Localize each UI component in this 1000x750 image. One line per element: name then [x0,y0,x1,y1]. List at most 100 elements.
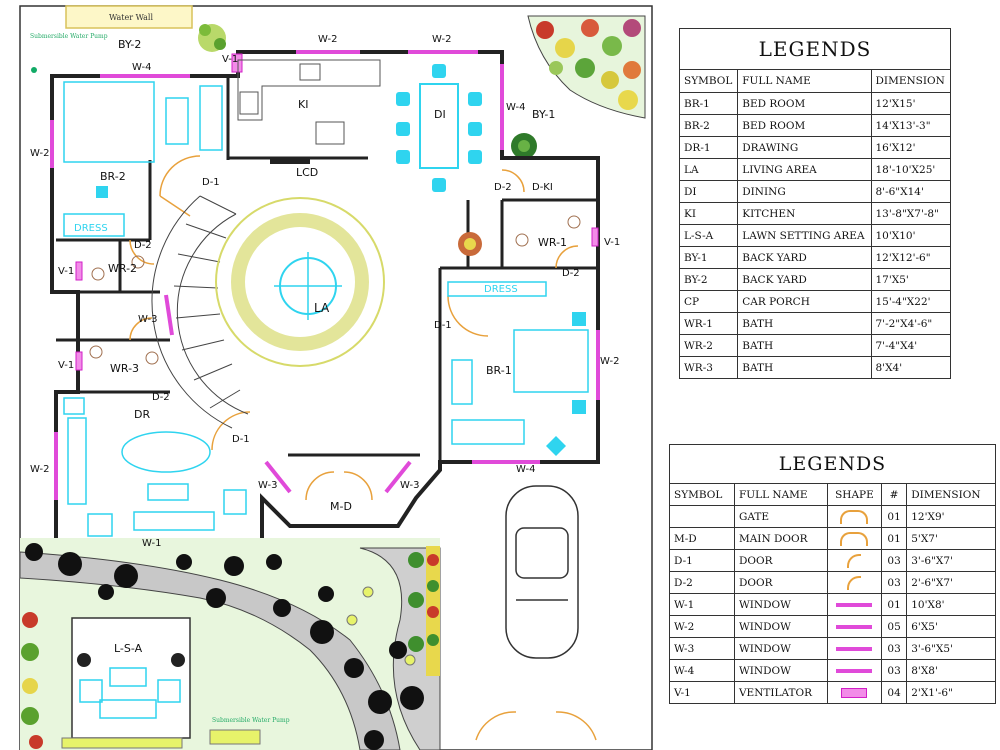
label-w4-br1: W-4 [516,464,535,475]
label-v1-top: V-1 [222,54,238,65]
legend2-header-shape: SHAPE [826,483,882,506]
br2-furniture [63,81,223,237]
legend2-name: DOOR [733,549,828,572]
lawn-furniture [77,653,185,719]
lawn-setting-area [71,617,191,739]
flower-border-right [408,546,440,676]
legend2-shape [826,637,882,660]
label-d2-left: D-2 [134,240,152,251]
kitchen-counters [237,59,381,145]
label-d2-wr1: D-2 [562,268,580,279]
label-dress-right: DRESS [484,284,518,295]
legend1-dimension: 12'X15' [870,92,951,115]
spiral-staircase [151,195,249,429]
legend1-symbol: WR-2 [678,334,739,357]
legend2-dimension: 8'X8' [906,659,996,682]
legend1-dimension: 8'X4' [870,356,951,379]
plan-labels: BY-2 BY-1 W-4 W-2 W-2 V-1 KI DI W-4 W-2 … [30,34,620,655]
site-boundary [19,5,653,750]
legend1-symbol: CP [678,290,739,313]
legend2-name: WINDOW [733,593,828,616]
legend2-name: VENTILATOR [733,681,828,704]
legend1-name: LIVING AREA [737,158,872,181]
legend1-name: BED ROOM [737,92,872,115]
legend1-dimension: 7'-4"X4' [870,334,951,357]
legend2-header-count: # [880,483,908,506]
legend2-count: 01 [880,505,908,528]
dining-set [396,64,482,192]
legend1-dimension: 12'X12'-6" [870,246,951,269]
legend2-shape [826,571,882,594]
label-dress-left: DRESS [74,223,108,234]
label-dki: D-KI [532,182,553,193]
label-w3-left: W-3 [258,480,277,491]
stepping-stones [25,543,424,750]
door-shape-icon [847,575,862,590]
label-w1-bottom: W-1 [142,538,161,549]
label-d1-br1: D-1 [434,320,452,331]
legend2-count: 03 [880,659,908,682]
label-w2-left: W-2 [30,148,49,159]
legend2-shape [826,505,882,528]
legend2-name: WINDOW [733,637,828,660]
label-v1-left-b: V-1 [58,360,74,371]
legend1-header-name: FULL NAME [737,69,872,93]
legend1-symbol: L-S-A [678,224,739,247]
legend2-symbol: W-4 [669,659,735,682]
label-d2-wr3: D-2 [152,392,170,403]
label-ki: KI [298,98,308,111]
legend1-dimension: 18'-10'X25' [870,158,951,181]
legend2-dimension: 10'X8' [906,593,996,616]
legend2-symbol: D-1 [669,549,735,572]
legend1-name: BED ROOM [737,114,872,137]
legend2-symbol: D-2 [669,571,735,594]
legend2-shape [826,549,882,572]
legend2-count: 03 [880,637,908,660]
legend2-count: 01 [880,593,908,616]
label-la: LA [314,301,330,315]
legend1-symbol: WR-1 [678,312,739,335]
legend1-symbol: LA [678,158,739,181]
legend1-name: KITCHEN [737,202,872,225]
legend2-dimension: 5'X7' [906,527,996,550]
drawing-room-furniture [63,397,247,537]
submersible-pump-label-bottom: Submersible Water Pump [212,717,290,724]
ventilators [75,53,599,371]
legend1-symbol: BR-2 [678,114,739,137]
legend1-symbol: KI [678,202,739,225]
shrub-cluster-top-left [198,24,226,52]
legend2-symbol: W-1 [669,593,735,616]
label-d2-dki: D-2 [494,182,512,193]
legend2-title: LEGENDS [669,444,996,484]
label-dr: DR [134,408,150,421]
legend1-name: BACK YARD [737,246,872,269]
living-area-circle [215,197,385,367]
label-wr1: WR-1 [538,236,567,249]
label-d1-br2: D-1 [202,177,220,188]
legend2-dimension: 2'X1'-6" [906,681,996,704]
legend2-shape [826,681,882,704]
label-wr2: WR-2 [108,262,137,275]
legend2-count: 05 [880,615,908,638]
legend2-name: WINDOW [733,659,828,682]
lcd-unit [270,158,310,164]
bar-shape-icon [836,602,873,607]
